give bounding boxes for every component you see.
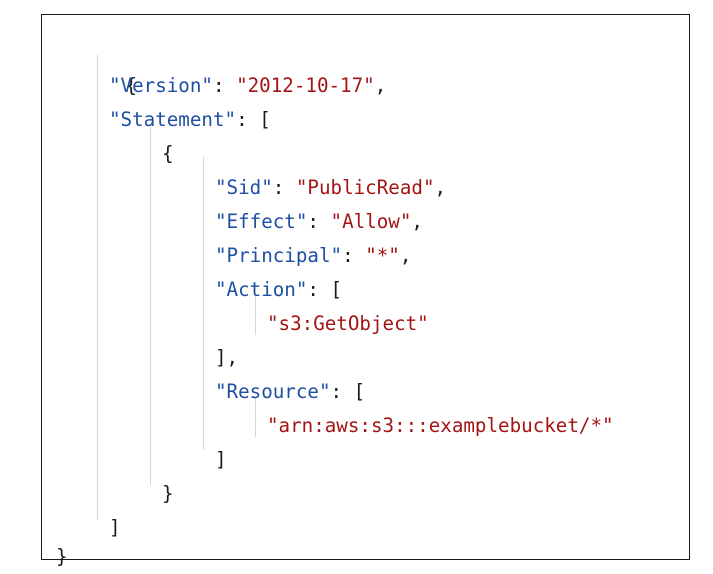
json-line-action: "Action": [ (215, 278, 343, 301)
sid-key: "Sid" (215, 176, 273, 199)
statement-open-bracket: [ (259, 108, 271, 131)
statement-object-open-brace: { (162, 142, 174, 165)
json-line-statement-object-close: } (162, 477, 174, 511)
indent-guide-level-2 (150, 125, 151, 485)
statement-object-close-brace: } (162, 482, 174, 505)
json-code-block[interactable]: { "Version": "2012-10-17", "Statement": … (42, 15, 689, 568)
version-value: "2012-10-17" (236, 74, 375, 97)
action-open-bracket: [ (330, 278, 343, 301)
effect-key: "Effect" (215, 210, 308, 233)
resource-open-bracket: [ (353, 380, 366, 403)
json-line-effect: "Effect": "Allow", (215, 210, 423, 233)
action-close-bracket: ], (215, 346, 239, 369)
sid-value: "PublicRead" (295, 176, 435, 199)
indent-guide-action (255, 295, 256, 335)
resource-close-bracket: ] (215, 448, 227, 471)
resource-item: "arn:aws:s3:::examplebucket/*" (267, 414, 614, 437)
principal-key: "Principal" (215, 244, 343, 267)
action-key: "Action" (215, 278, 308, 301)
json-line-action-close: ], (215, 341, 238, 375)
action-item: "s3:GetObject" (267, 312, 429, 335)
version-key: "Version" (109, 74, 213, 97)
json-policy-panel: { "Version": "2012-10-17", "Statement": … (41, 14, 690, 568)
json-line-statement: "Statement": [ (109, 108, 271, 131)
json-line-action-item: "s3:GetObject" (267, 307, 429, 341)
json-line-open: { (56, 35, 137, 97)
close-brace: } (56, 545, 68, 568)
json-line-resource-item: "arn:aws:s3:::examplebucket/*" (267, 409, 614, 443)
statement-key: "Statement" (109, 108, 237, 131)
json-line-principal: "Principal": "*", (215, 244, 412, 267)
statement-close-bracket: ] (109, 516, 121, 539)
json-line-resource: "Resource": [ (215, 380, 366, 403)
resource-key: "Resource" (215, 380, 331, 403)
indent-guide-level-3 (203, 157, 204, 450)
json-line-statement-close: ] (109, 511, 121, 545)
indent-guide-level-1 (97, 55, 98, 520)
effect-value: "Allow" (330, 210, 412, 233)
json-line-sid: "Sid": "PublicRead", (215, 176, 447, 199)
json-line-resource-close: ] (215, 443, 227, 477)
json-line-version: "Version": "2012-10-17", (109, 74, 387, 97)
indent-guide-resource (255, 397, 256, 437)
json-line-statement-object-open: { (162, 137, 174, 171)
principal-value: "*" (365, 244, 400, 267)
open-brace: { (125, 74, 137, 97)
json-line-close: } (56, 540, 68, 574)
